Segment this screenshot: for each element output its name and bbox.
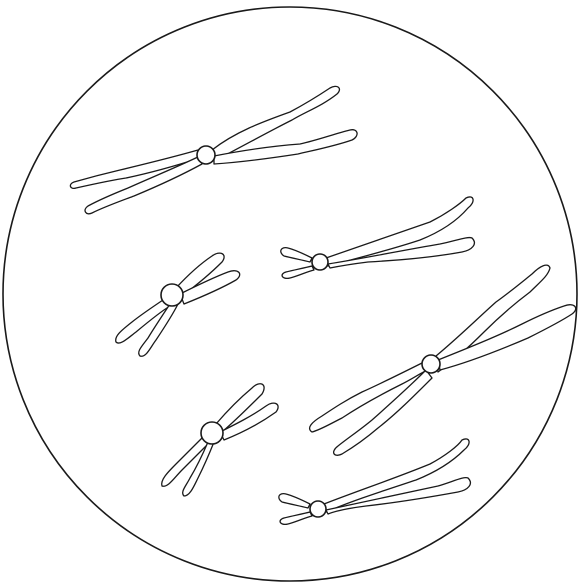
chromosome-5-centromere bbox=[201, 422, 223, 444]
chromosome-1 bbox=[70, 86, 357, 213]
chromosome-2-centromere bbox=[161, 284, 183, 306]
chromosome-3-centromere bbox=[312, 254, 328, 270]
chromosome-3-arm-short-upper bbox=[281, 248, 312, 262]
chromosome-3 bbox=[281, 197, 475, 278]
chromosome-6-arm-short-upper bbox=[279, 494, 310, 508]
chromosome-6-centromere bbox=[310, 501, 326, 517]
chromosome-1-centromere bbox=[197, 146, 215, 164]
chromosome-3-arm-short-lower bbox=[282, 266, 314, 278]
chromosome-4 bbox=[310, 265, 576, 455]
chromosome-4-centromere bbox=[422, 355, 440, 373]
chromosome-2 bbox=[116, 253, 240, 356]
chromosome-5 bbox=[162, 384, 278, 496]
chromosome-6 bbox=[279, 439, 471, 524]
chromosome-6-arm-short-lower bbox=[280, 512, 312, 524]
